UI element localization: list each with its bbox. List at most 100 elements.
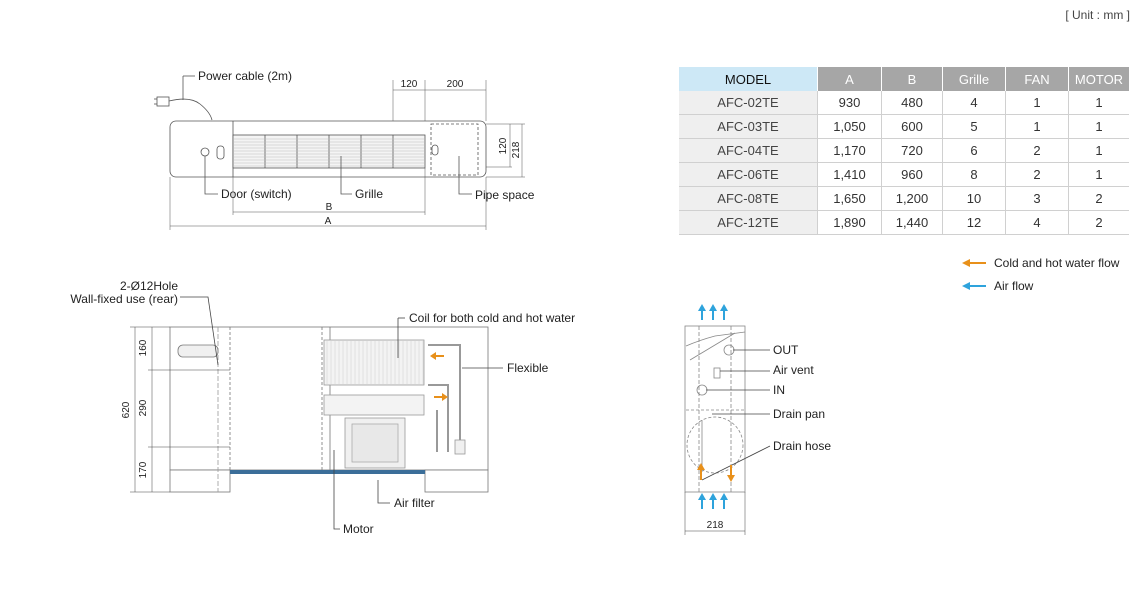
label-pipe-space: Pipe space [475, 188, 535, 202]
col-a: A [817, 67, 882, 91]
front-view [154, 75, 525, 230]
dim-160: 160 [138, 339, 149, 356]
air-up-arrow-icon [709, 493, 717, 509]
cell-model: AFC-12TE [679, 210, 818, 235]
cell-b: 1,200 [881, 186, 943, 211]
cell-model: AFC-03TE [679, 114, 818, 139]
label-power-cable: Power cable (2m) [198, 69, 292, 83]
section-view [130, 296, 503, 530]
side-water-arrows [697, 463, 735, 482]
dim-120-top: 120 [401, 79, 418, 90]
unit-note: [ Unit : mm ] [1065, 8, 1130, 22]
legend-air-label: Air flow [994, 279, 1034, 293]
cell-fan: 2 [1005, 162, 1069, 187]
label-hole-line1: 2-Ø12Hole [120, 279, 178, 293]
cell-motor: 1 [1068, 138, 1129, 163]
cell-grille: 5 [942, 114, 1006, 139]
dim-218: 218 [511, 141, 522, 158]
air-flow-arrow-icon [962, 282, 970, 290]
cell-motor: 2 [1068, 186, 1129, 211]
cell-fan: 2 [1005, 138, 1069, 163]
col-grille: Grille [942, 67, 1006, 91]
label-out: OUT [773, 343, 799, 357]
cell-b: 720 [881, 138, 943, 163]
dim-290: 290 [138, 399, 149, 416]
coil [323, 339, 425, 386]
cell-b: 960 [881, 162, 943, 187]
legend-labels: Cold and hot water flow Air flow [994, 256, 1120, 293]
table-row: AFC-03TE 1,050 600 5 1 1 [679, 114, 1129, 139]
air-up-arrow-icon [698, 304, 706, 320]
power-plug-icon [154, 75, 213, 121]
cell-motor: 1 [1068, 91, 1129, 115]
table-row: AFC-12TE 1,890 1,440 12 4 2 [679, 210, 1129, 235]
cell-b: 600 [881, 114, 943, 139]
col-motor: MOTOR [1068, 67, 1129, 91]
table-row: AFC-04TE 1,170 720 6 2 1 [679, 138, 1129, 163]
cell-fan: 1 [1005, 114, 1069, 139]
cell-a: 1,890 [817, 210, 882, 235]
table-row: AFC-06TE 1,410 960 8 2 1 [679, 162, 1129, 187]
cell-fan: 1 [1005, 91, 1069, 115]
pipe-space-box [430, 123, 479, 176]
label-air-vent: Air vent [773, 363, 814, 377]
cell-a: 1,650 [817, 186, 882, 211]
side-air-arrows [698, 304, 728, 509]
dim-b: B [326, 202, 333, 213]
label-air-filter: Air filter [394, 496, 435, 510]
cell-grille: 4 [942, 91, 1006, 115]
table-row: AFC-02TE 930 480 4 1 1 [679, 91, 1129, 115]
label-door: Door (switch) [221, 187, 292, 201]
label-coil: Coil for both cold and hot water [409, 311, 575, 325]
dim-200: 200 [447, 79, 464, 90]
cell-a: 1,410 [817, 162, 882, 187]
cell-grille: 12 [942, 210, 1006, 235]
spec-table: MODEL A B Grille FAN MOTOR AFC-02TE 930 … [679, 67, 1129, 235]
air-filter-bar [230, 470, 425, 474]
label-hole-line2: Wall-fixed use (rear) [70, 292, 178, 306]
cell-a: 1,050 [817, 114, 882, 139]
grille-block [232, 134, 426, 169]
section-view-labels: 2-Ø12Hole Wall-fixed use (rear) Coil for… [70, 279, 575, 536]
col-b: B [881, 67, 943, 91]
cell-grille: 6 [942, 138, 1006, 163]
water-flow-arrow-icon [962, 259, 970, 267]
cell-a: 1,170 [817, 138, 882, 163]
dim-218-side: 218 [707, 520, 724, 531]
cell-a: 930 [817, 91, 882, 115]
air-up-arrow-icon [709, 304, 717, 320]
cell-model: AFC-04TE [679, 138, 818, 163]
cell-model: AFC-02TE [679, 91, 818, 115]
label-drain-hose: Drain hose [773, 439, 831, 453]
cell-b: 1,440 [881, 210, 943, 235]
cell-motor: 2 [1068, 210, 1129, 235]
side-view [684, 325, 771, 535]
cell-b: 480 [881, 91, 943, 115]
spec-table-header: MODEL A B Grille FAN MOTOR [679, 67, 1129, 91]
section-water-arrows [430, 352, 448, 401]
label-drain-pan: Drain pan [773, 407, 825, 421]
dim-170: 170 [138, 461, 149, 478]
cell-grille: 8 [942, 162, 1006, 187]
cell-motor: 1 [1068, 162, 1129, 187]
cell-grille: 10 [942, 186, 1006, 211]
front-view-labels: Power cable (2m) Door (switch) Grille Pi… [198, 69, 535, 227]
table-row: AFC-08TE 1,650 1,200 10 3 2 [679, 186, 1129, 211]
dim-120-side: 120 [498, 137, 509, 154]
label-in: IN [773, 383, 785, 397]
legend-arrows [962, 259, 986, 290]
label-flexible: Flexible [507, 361, 549, 375]
cell-model: AFC-06TE [679, 162, 818, 187]
col-model: MODEL [679, 67, 818, 91]
cell-model: AFC-08TE [679, 186, 818, 211]
side-view-labels: OUT Air vent IN Drain pan Drain hose 218 [707, 343, 832, 531]
legend-water-label: Cold and hot water flow [994, 256, 1120, 270]
cell-fan: 4 [1005, 210, 1069, 235]
col-fan: FAN [1005, 67, 1069, 91]
air-up-arrow-icon [720, 304, 728, 320]
air-up-arrow-icon [698, 493, 706, 509]
cell-fan: 3 [1005, 186, 1069, 211]
cell-motor: 1 [1068, 114, 1129, 139]
label-motor: Motor [343, 522, 374, 536]
